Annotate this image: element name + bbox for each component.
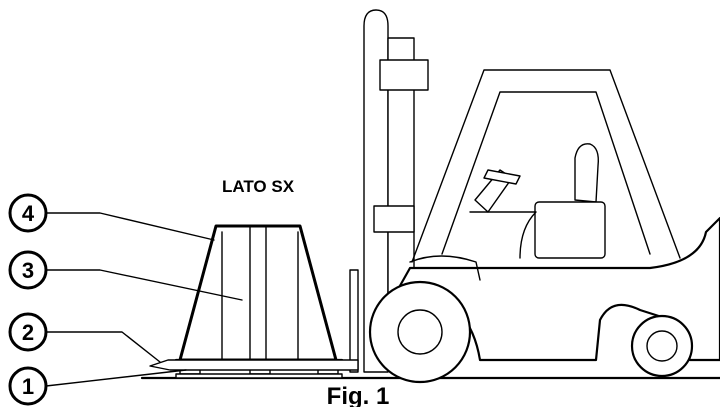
callout-number: 4 — [22, 201, 35, 226]
mast-carriage-lower — [373, 205, 415, 233]
leader-lines — [45, 212, 243, 387]
fork-tine — [149, 359, 359, 371]
dashboard — [469, 211, 537, 259]
callout-2: 2 — [8, 312, 48, 352]
fender — [409, 255, 481, 281]
overhead-guard — [411, 69, 681, 263]
load-cover — [178, 224, 338, 362]
leader-line-4 — [45, 212, 215, 241]
mast-carriage-upper — [379, 59, 429, 91]
callout-4: 4 — [8, 193, 48, 233]
callout-number: 3 — [22, 258, 34, 283]
overhead-guard-inner — [441, 91, 651, 255]
pallet-bottom — [175, 373, 343, 379]
callout-number: 1 — [22, 374, 34, 399]
leader-line-2 — [45, 331, 161, 363]
callout-number: 2 — [22, 320, 34, 345]
seat — [574, 143, 600, 203]
callout-3: 3 — [8, 250, 48, 290]
steering-wheel — [483, 169, 521, 185]
figure-caption: Fig. 1 — [327, 383, 390, 407]
load — [149, 224, 359, 379]
leader-line-3 — [45, 269, 243, 301]
rear-wheel — [630, 314, 694, 378]
mast — [363, 9, 389, 373]
front-wheel — [368, 280, 472, 384]
seat-base — [534, 201, 606, 259]
leader-line-1 — [45, 369, 187, 387]
fork-back — [349, 269, 359, 373]
side-label: LATO SX — [222, 177, 295, 196]
callout-1: 1 — [8, 366, 48, 406]
forklift — [349, 9, 720, 384]
